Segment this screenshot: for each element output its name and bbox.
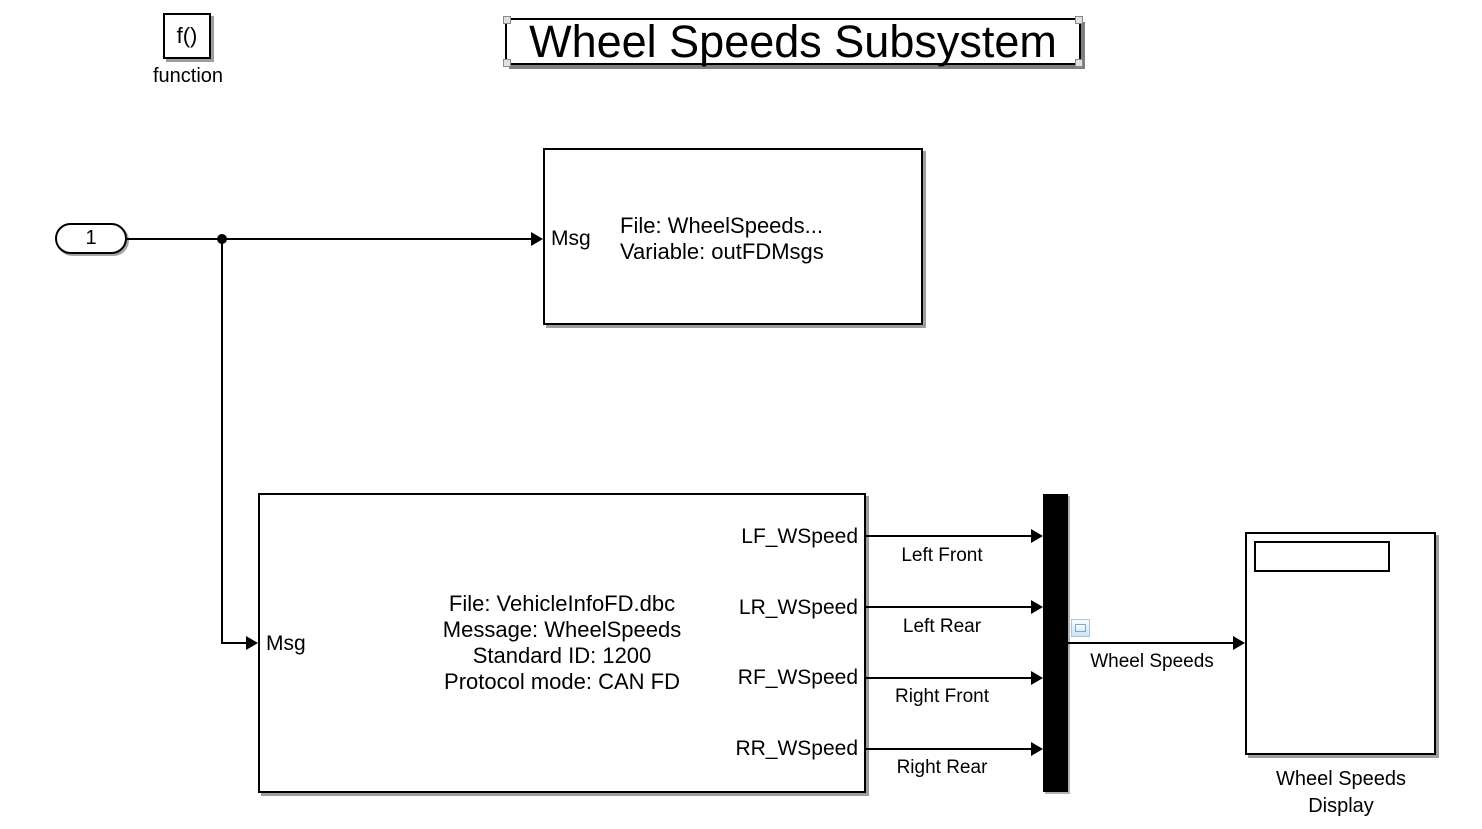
signal-line-right-rear[interactable] [866,748,1031,750]
signal-label-right-rear[interactable]: Right Rear [896,757,988,778]
arrowhead [246,636,258,650]
selection-handle[interactable] [503,59,511,67]
title-text: Wheel Speeds Subsystem [529,15,1057,67]
outport-label-rr-wspeed: RR_WSpeed [735,737,858,760]
unpack-text-line4: Protocol mode: CAN FD [444,669,680,694]
arrowhead [531,232,543,246]
display-block-caption: Wheel Speeds Display [1241,766,1441,820]
mux-block[interactable] [1043,494,1068,792]
arrowhead [1031,742,1043,756]
title-annotation[interactable]: Wheel Speeds Subsystem [503,15,1083,67]
outport-label-rf-wspeed: RF_WSpeed [737,666,858,689]
inport-label: 1 [85,227,97,249]
display-value-field [1254,541,1390,572]
unpack-text-line1: File: VehicleInfoFD.dbc [448,591,676,616]
function-symbol: f() [176,23,198,48]
arrowhead [1031,600,1043,614]
signal-line-left-rear[interactable] [866,606,1031,608]
pack-text-line2: Variable: outFDMsgs [620,239,824,264]
signal-line[interactable] [221,642,246,644]
display-caption-line1: Wheel Speeds [1275,768,1407,790]
arrowhead [1233,636,1245,650]
pack-port-label: Msg [551,227,591,250]
outport-label-lf-wspeed: LF_WSpeed [741,525,858,548]
arrowhead [1031,671,1043,685]
signal-line[interactable] [127,238,531,240]
badge-inner-rect [1075,624,1086,632]
inport-block-1[interactable]: 1 [55,223,127,254]
signal-label-wheel-speeds[interactable]: Wheel Speeds [1090,651,1214,672]
display-block[interactable] [1245,532,1436,755]
signal-line-wheel-speeds[interactable] [1068,642,1233,644]
display-caption-line2: Display [1308,795,1374,817]
unpack-text-line3: Standard ID: 1200 [472,643,652,668]
pack-text-line1: File: WheelSpeeds... [620,213,823,238]
signal-label-right-front[interactable]: Right Front [895,686,989,707]
unpack-port-label: Msg [266,632,306,655]
selection-handle[interactable] [503,16,511,24]
signal-label-left-rear[interactable]: Left Rear [902,616,982,637]
signal-line[interactable] [221,238,223,644]
selection-handle[interactable] [1075,59,1083,67]
arrowhead [1031,529,1043,543]
can-fd-pack-block[interactable] [543,148,923,325]
unpack-text-line2: Message: WheelSpeeds [442,617,682,642]
signal-line-left-front[interactable] [866,535,1031,537]
signal-line-right-front[interactable] [866,677,1031,679]
can-fd-unpack-block[interactable] [258,493,866,793]
function-trigger-block[interactable]: f() [163,13,211,59]
unpack-block-text: File: VehicleInfoFD.dbc Message: WheelSp… [312,591,812,695]
signal-label-left-front[interactable]: Left Front [901,545,983,566]
selection-handle[interactable] [1075,16,1083,24]
outport-label-lr-wspeed: LR_WSpeed [738,596,858,619]
function-block-caption: function [152,65,224,87]
signal-streaming-badge-icon[interactable] [1071,619,1090,637]
pack-block-text: File: WheelSpeeds... Variable: outFDMsgs [620,213,824,265]
